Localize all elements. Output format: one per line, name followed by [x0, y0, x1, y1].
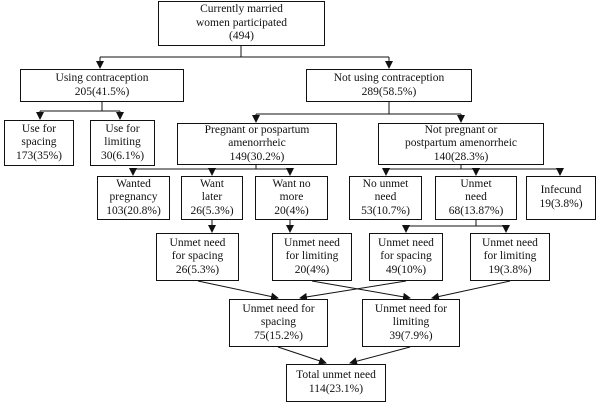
node-line: later — [201, 191, 223, 204]
node-line: for limiting — [483, 250, 537, 263]
node-line: more — [279, 191, 304, 204]
node-want-later: Want later 26(5.3%) — [181, 176, 243, 220]
node-line: women participated — [195, 16, 287, 29]
node-line: 26(5.3%) — [190, 204, 234, 217]
node-wanted-pregnancy: Wanted pregnancy 103(20.8%) — [97, 176, 170, 220]
arrow-ns1-to-spacing-total — [197, 280, 279, 301]
node-line: No unmet — [362, 177, 409, 190]
node-line: (494) — [229, 30, 254, 43]
node-line: 114(23.1%) — [308, 383, 364, 395]
node-line: 20(4%) — [274, 204, 309, 217]
node-line: for spacing — [171, 250, 224, 263]
arrow-nl1-to-limiting-total — [311, 280, 411, 301]
node-line: Pregnant or pospartum — [204, 123, 310, 136]
node-unmet-need-for-spacing-total: Unmet need for spacing 75(15.2%) — [229, 299, 328, 347]
node-line: Total unmet need — [296, 369, 376, 382]
arrow-nl2-to-limiting-total — [431, 280, 511, 301]
node-line: Using contraception — [55, 71, 149, 84]
arrow-limiting-total-to-total — [349, 346, 411, 366]
node-unmet-need-for-limiting-total: Unmet need for limiting 39(7.9%) — [362, 299, 460, 347]
node-line: Want — [200, 177, 224, 190]
node-line: 205(41.5%) — [74, 85, 130, 98]
node-line: limiting — [104, 136, 141, 149]
node-line: 39(7.9%) — [389, 329, 433, 342]
node-line: 26(5.3%) — [175, 263, 220, 276]
node-unmet-need-for-limiting-not-pregnant: Unmet need for limiting 19(3.8%) — [470, 233, 550, 281]
node-line: Unmet need — [378, 236, 434, 249]
node-line: Unmet need — [482, 236, 538, 249]
node-line: Wanted — [116, 177, 151, 190]
node-line: 173(35%) — [16, 149, 62, 162]
node-use-for-limiting: Use for limiting 30(6.1%) — [90, 120, 155, 166]
node-line: Use for — [105, 122, 140, 135]
arrow-spacing-total-to-total — [277, 346, 327, 365]
node-line: for spacing — [380, 250, 432, 263]
node-line: Unmet — [460, 177, 492, 190]
node-line: 19(3.8%) — [539, 198, 583, 210]
node-line: spacing — [260, 316, 297, 329]
node-line: spacing — [21, 136, 57, 149]
node-total-unmet-need: Total unmet need 114(23.1%) — [286, 364, 386, 402]
node-line: Currently married — [200, 3, 283, 16]
node-currently-married-women: Currently married women participated (49… — [158, 1, 325, 46]
node-using-contraception: Using contraception 205(41.5%) — [20, 69, 184, 102]
node-line: 103(20.8%) — [106, 204, 161, 217]
node-use-for-spacing: Use for spacing 173(35%) — [4, 120, 74, 166]
node-line: 20(4%) — [294, 263, 330, 276]
node-line: 53(10.7%) — [361, 204, 410, 217]
node-unmet-need: Unmet need 68(13.87%) — [435, 176, 517, 220]
node-line: Not using contraception — [333, 71, 445, 84]
node-line: 140(28.3%) — [433, 150, 489, 163]
node-not-using-contraception: Not using contraception 289(58.5%) — [306, 69, 472, 102]
node-line: 49(10%) — [385, 263, 427, 276]
node-unmet-need-for-spacing-pregnant: Unmet need for spacing 26(5.3%) — [156, 233, 239, 281]
node-line: pregnancy — [109, 191, 158, 204]
node-line: 30(6.1%) — [100, 149, 145, 162]
node-not-pregnant-or-postpartum: Not pregnant or postpartum amenorrheic 1… — [378, 123, 544, 165]
node-line: amenorrheic — [228, 137, 286, 150]
node-line: Not pregnant or — [424, 123, 498, 136]
node-infecund: Infecund 19(3.8%) — [526, 176, 596, 220]
node-line: need — [465, 191, 487, 204]
node-line: Infecund — [540, 184, 582, 197]
node-line: postpartum amenorrheic — [404, 137, 518, 150]
node-line: for limiting — [285, 250, 339, 263]
node-unmet-need-for-spacing-not-pregnant: Unmet need for spacing 49(10%) — [369, 233, 443, 281]
node-line: 149(30.2%) — [229, 150, 285, 163]
node-line: 75(15.2%) — [254, 329, 303, 342]
node-line: Unmet need — [284, 236, 340, 249]
node-line: need — [374, 191, 397, 204]
connector-lines — [36, 46, 564, 366]
node-line: 68(13.87%) — [448, 204, 504, 217]
node-want-no-more: Want no more 20(4%) — [255, 176, 328, 220]
node-line: Unmet need for — [374, 302, 448, 315]
arrow-ns2-to-spacing-total — [299, 280, 407, 301]
node-line: 19(3.8%) — [488, 263, 532, 276]
node-line: Unmet need for — [242, 302, 315, 315]
node-unmet-need-for-limiting-pregnant: Unmet need for limiting 20(4%) — [272, 233, 352, 281]
node-line: Want no — [272, 177, 311, 190]
node-no-unmet-need: No unmet need 53(10.7%) — [349, 176, 422, 220]
node-line: Unmet need — [169, 236, 226, 249]
node-line: Use for — [21, 122, 57, 135]
node-pregnant-or-postpartum: Pregnant or pospartum amenorrheic 149(30… — [177, 123, 337, 165]
node-line: limiting — [392, 316, 430, 329]
node-line: 289(58.5%) — [361, 85, 417, 98]
